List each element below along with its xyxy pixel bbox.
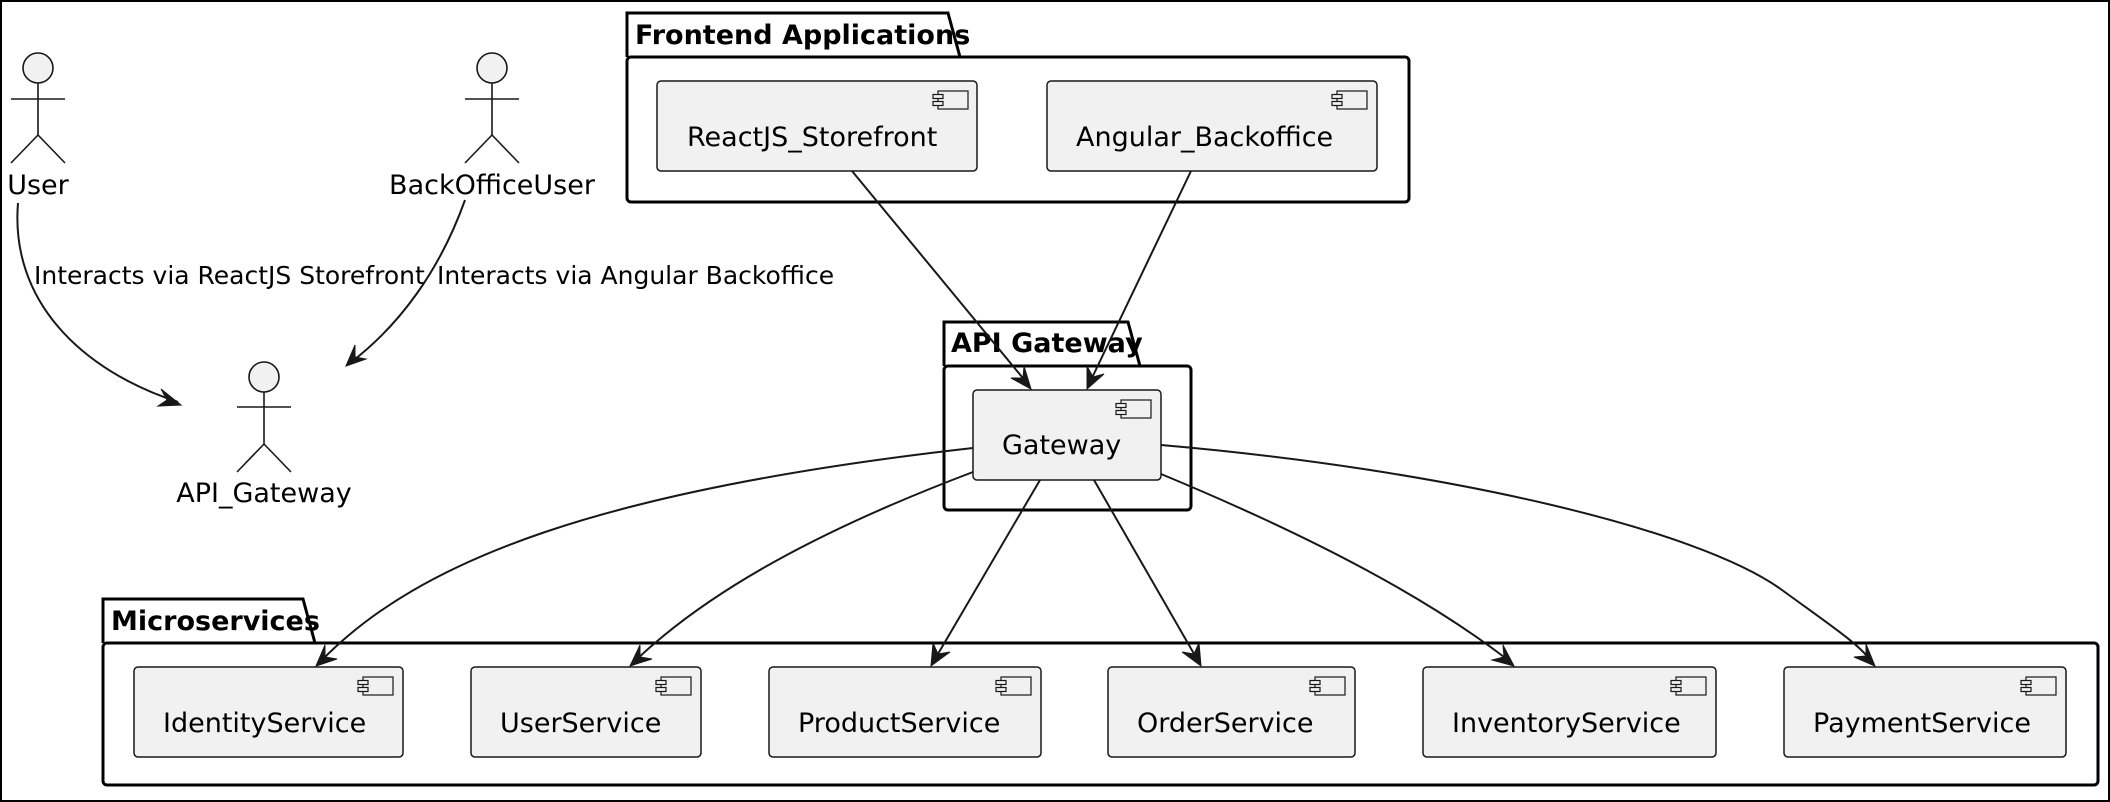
edge-label: Interacts via Angular Backoffice — [437, 261, 834, 290]
actor-stick-figure-icon — [464, 52, 520, 164]
component-identity-service[interactable]: IdentityService — [133, 666, 404, 758]
edge-gateway-to-user-service[interactable] — [629, 471, 974, 667]
component-inventory-service[interactable]: InventoryService — [1422, 666, 1717, 758]
component-reactjs-storefront[interactable]: ReactJS_Storefront — [656, 80, 978, 172]
actor-stick-figure-icon — [236, 361, 292, 473]
edge-label: Interacts via ReactJS Storefront — [34, 261, 425, 290]
edge-gateway-to-inventory-service[interactable] — [1160, 473, 1515, 667]
component-label: ReactJS_Storefront — [687, 122, 937, 153]
edge-gateway-to-product-service[interactable] — [930, 479, 1041, 668]
component-label: Gateway — [1002, 430, 1121, 461]
component-user-service[interactable]: UserService — [470, 666, 702, 758]
edge-backoffice-user-to-api-gateway[interactable] — [345, 199, 466, 367]
edge-gateway-to-identity-service[interactable] — [315, 447, 974, 667]
component-label: UserService — [500, 708, 661, 739]
component-gateway[interactable]: Gateway — [972, 389, 1162, 481]
edge-angular-backoffice-to-gateway[interactable] — [1086, 170, 1192, 391]
package-title: Microservices — [111, 606, 320, 637]
edge-user-to-api-gateway[interactable] — [16, 202, 183, 407]
actor-stick-figure-icon — [10, 52, 66, 164]
component-product-service[interactable]: ProductService — [768, 666, 1042, 758]
component-angular-backoffice[interactable]: Angular_Backoffice — [1046, 80, 1378, 172]
actor-label: BackOfficeUser — [389, 170, 596, 201]
package-title: API Gateway — [951, 328, 1143, 359]
actor-api-gateway[interactable]: API_Gateway — [176, 361, 352, 509]
edge-gateway-to-payment-service[interactable] — [1160, 444, 1876, 667]
actor-label: API_Gateway — [176, 478, 352, 509]
edge-reactjs-storefront-to-gateway[interactable] — [851, 170, 1032, 391]
component-label: ProductService — [798, 708, 1000, 739]
component-payment-service[interactable]: PaymentService — [1783, 666, 2067, 758]
component-order-service[interactable]: OrderService — [1107, 666, 1356, 758]
component-label: PaymentService — [1813, 708, 2031, 739]
actor-label: User — [7, 170, 69, 201]
component-label: Angular_Backoffice — [1076, 122, 1333, 153]
component-label: InventoryService — [1452, 708, 1681, 739]
actor-backoffice-user[interactable]: BackOfficeUser — [389, 52, 596, 201]
component-label: IdentityService — [163, 708, 366, 739]
actor-user[interactable]: User — [7, 52, 70, 201]
package-title: Frontend Applications — [635, 20, 970, 51]
edge-gateway-to-order-service[interactable] — [1093, 479, 1202, 668]
component-label: OrderService — [1137, 708, 1314, 739]
